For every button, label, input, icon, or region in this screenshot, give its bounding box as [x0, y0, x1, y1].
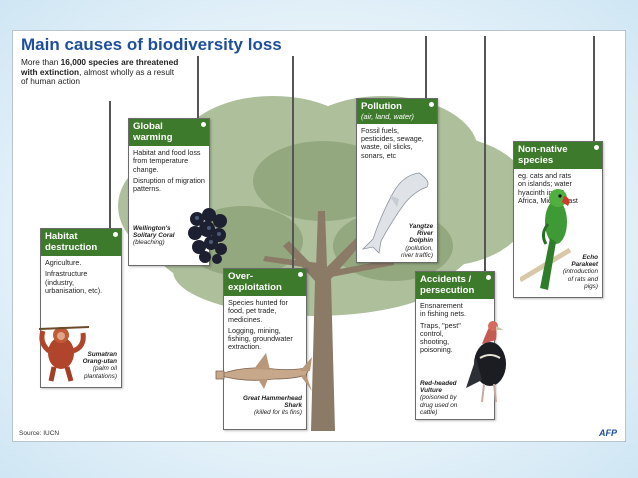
- non-native-species-box: Non-native species eg. cats and rats on …: [513, 141, 603, 298]
- page-title: Main causes of biodiversity loss: [21, 35, 282, 54]
- pollution-box: Pollution(air, land, water) Fossil fuels…: [356, 98, 438, 263]
- box-header: Global warming: [129, 119, 209, 147]
- afp-logo: AFP: [599, 428, 617, 438]
- global-warming-box: Global warming Habitat and food loss fro…: [128, 118, 227, 266]
- coral-icon: [188, 208, 227, 264]
- orangutan-icon: [39, 326, 89, 382]
- over-caption: Great Hammerhead Shark(killed for its fi…: [243, 395, 302, 417]
- box-header: Accidents / persecution: [416, 272, 494, 300]
- vulture-icon: [466, 321, 506, 403]
- nonnative-caption: Echo Parakeet(introduction of rats and p…: [562, 254, 598, 290]
- accidents-persecution-box: Accidents / persecution Ensnarement in f…: [415, 271, 506, 420]
- pollution-caption: Yangtze River Dolphin(pollution, river t…: [401, 223, 433, 259]
- box-header: Pollution(air, land, water): [357, 99, 437, 124]
- box-header: Over-exploitation: [224, 269, 306, 297]
- parakeet-icon: [520, 189, 572, 290]
- habitat-caption: Sumatran Orang-utan(palm oil plantations…: [82, 351, 117, 380]
- connector-line: [292, 56, 294, 268]
- habitat-destruction-box: Habitat destruction Agriculture. Infrast…: [39, 228, 122, 388]
- box-header: Habitat destruction: [41, 229, 121, 257]
- warming-caption: Wellington's Solitary Coral(bleaching): [133, 225, 175, 247]
- connector-line: [425, 36, 427, 99]
- connector-line: [484, 36, 486, 273]
- connector-line: [197, 56, 199, 118]
- connector-line: [109, 101, 111, 231]
- connector-line: [593, 36, 595, 144]
- intro-text: More than 16,000 species are threatened …: [21, 57, 179, 87]
- source-note: Source: IUCN: [19, 430, 60, 437]
- over-exploitation-box: Over-exploitation Species hunted for foo…: [215, 268, 312, 430]
- box-header: Non-native species: [514, 142, 602, 170]
- infographic: Main causes of biodiversity loss More th…: [12, 30, 626, 442]
- shark-icon: [215, 353, 312, 391]
- accidents-caption: Red-headed Vulture(poisoned by drug used…: [420, 380, 458, 416]
- dolphin-icon: [361, 172, 429, 254]
